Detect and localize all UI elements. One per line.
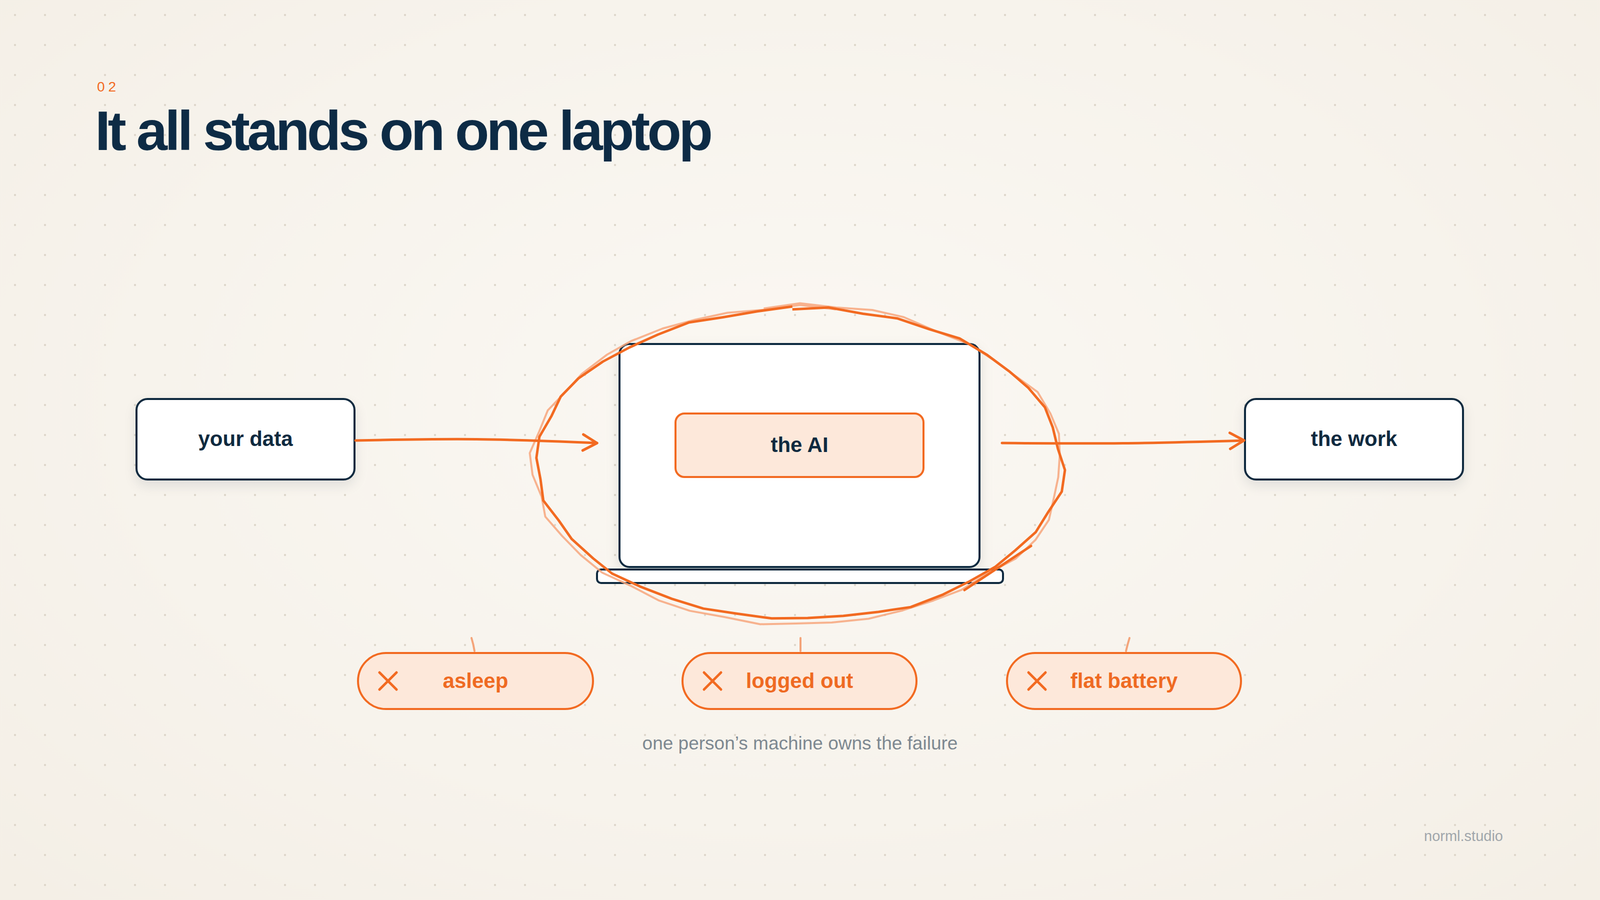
section-number: 02 [97,79,120,95]
cross-mark-group [379,672,1046,690]
flow-arrow [355,439,597,443]
node-label: flat battery [1070,669,1178,693]
scribble-circle [536,306,1065,619]
node-label: asleep [443,669,509,693]
laptop-base [597,569,1003,583]
slide-title: It all stands on one laptop [95,100,710,162]
ai-box: the AI [674,412,925,478]
laptop-screen [619,344,980,567]
leader-tick [471,638,475,651]
failure-pill: logged out [681,652,918,710]
scribble-group [530,303,1065,625]
slide-caption: one person’s machine owns the failure [0,733,1600,754]
failure-pill: asleep [357,652,594,710]
input-box: your data [135,398,356,481]
flow-arrow [1002,440,1244,444]
edge-group [355,439,1244,443]
watermark: norml.studio [1424,828,1503,845]
scribble-circle [530,303,1060,625]
node-label: the work [1311,427,1398,451]
cross-mark [704,672,721,690]
failure-pill: flat battery [1006,652,1242,710]
scribble-stroke [964,546,1031,590]
node-label: logged out [746,669,854,693]
node-label: your data [198,427,293,451]
node-label: the AI [770,433,828,457]
cross-mark [379,672,397,690]
leader-tick [1126,638,1130,651]
output-box: the work [1244,398,1464,481]
leader-tick [799,638,802,651]
cross-mark [1028,672,1046,690]
